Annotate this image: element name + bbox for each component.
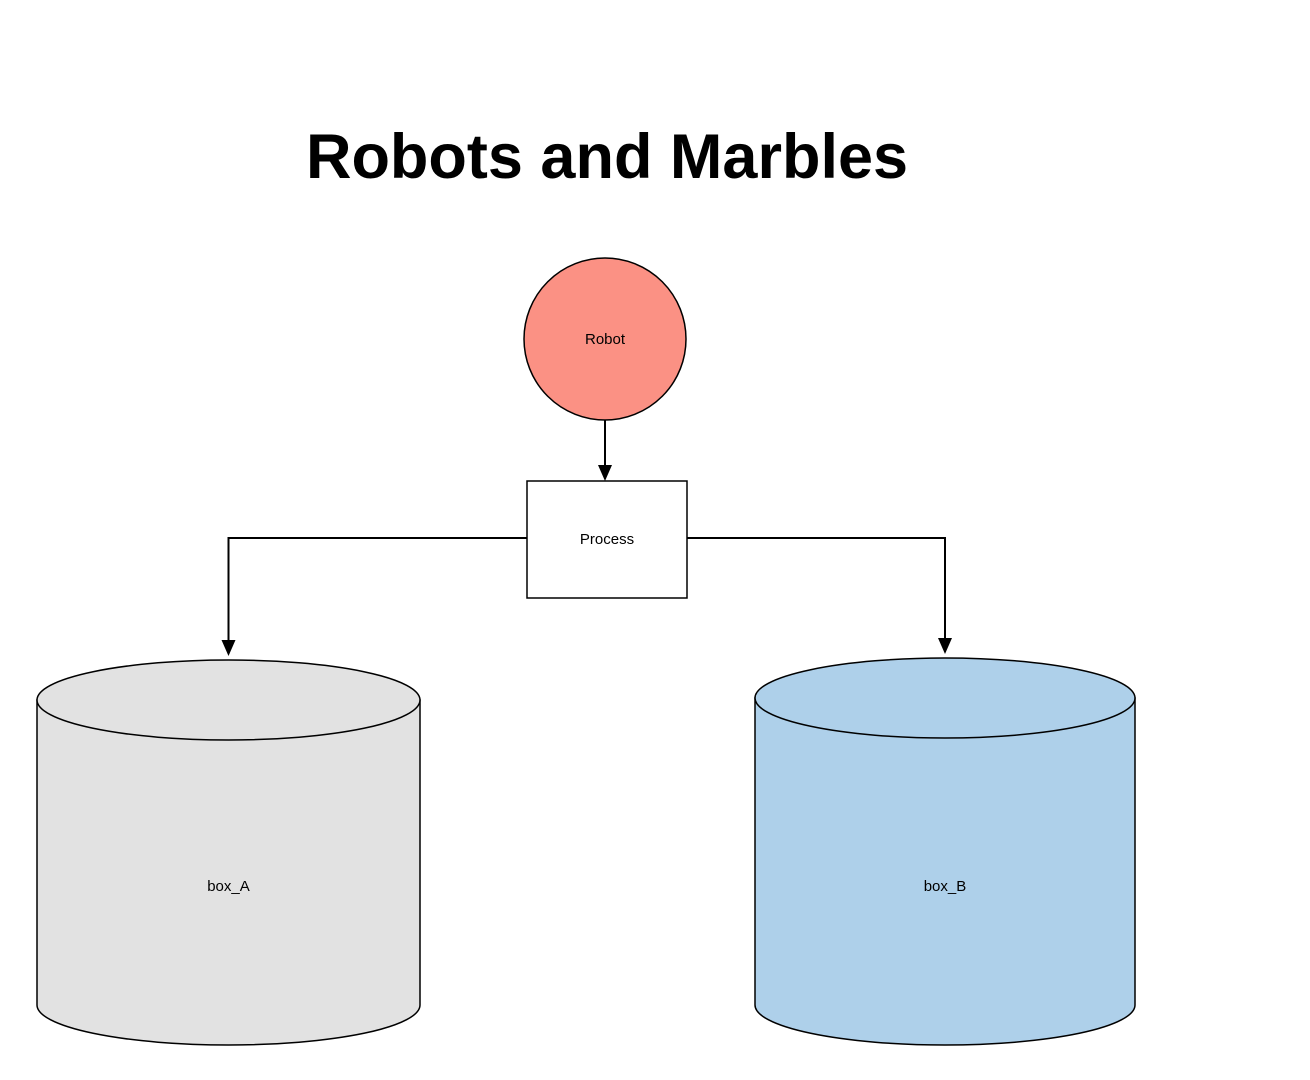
diagram-title: Robots and Marbles xyxy=(306,122,908,192)
box-b-cylinder-body xyxy=(754,697,1136,1046)
box-a-node: box_A xyxy=(36,659,421,1046)
process-to-box-b-arrow xyxy=(687,537,952,654)
robot-circle xyxy=(523,257,687,421)
box-a-cylinder-body xyxy=(36,699,421,1046)
process-node: Process xyxy=(526,480,688,599)
box-b-label: box_B xyxy=(924,878,967,895)
robot-node: Robot xyxy=(523,257,687,421)
box-a-cylinder-lid xyxy=(36,659,421,741)
box-b-node: box_B xyxy=(754,657,1136,1046)
box-b-cylinder-lid xyxy=(754,657,1136,739)
robot-label: Robot xyxy=(585,331,626,348)
process-label: Process xyxy=(580,531,634,548)
process-to-box-a-arrow xyxy=(221,537,527,656)
process-rect xyxy=(526,480,688,599)
box-a-label: box_A xyxy=(207,878,250,895)
